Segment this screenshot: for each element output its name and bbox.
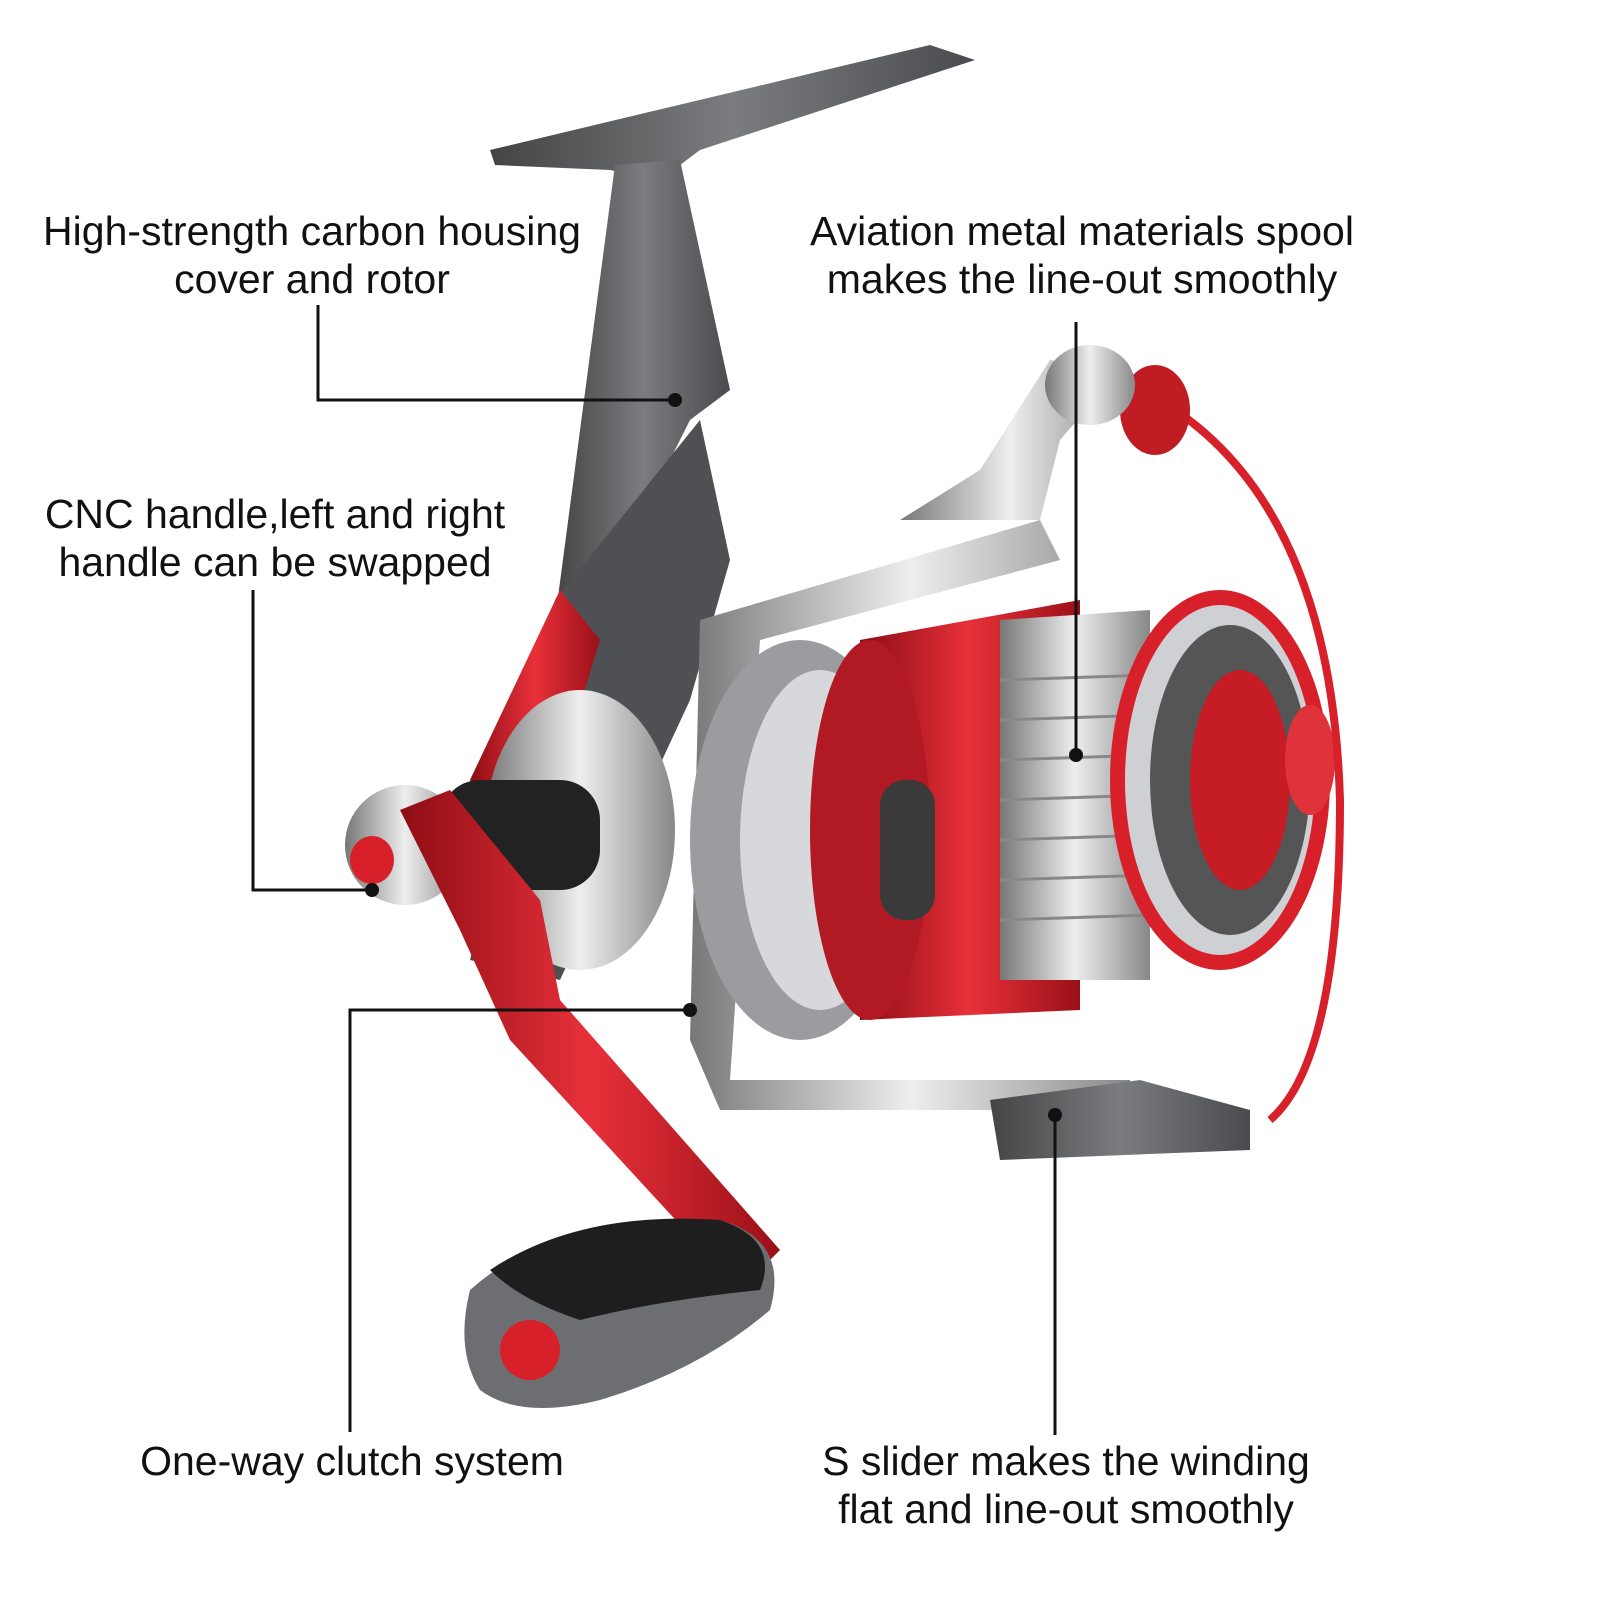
spool-callout-label: Aviation metal materials spool makes the… <box>810 208 1354 302</box>
housing-callout-line <box>316 305 675 402</box>
spool-callout-dot <box>1069 748 1083 762</box>
callout-lines <box>251 305 1078 1435</box>
clutch-callout-dot <box>683 1003 697 1017</box>
slider-callout-label: S slider makes the winding flat and line… <box>822 1438 1310 1532</box>
clutch-callout-label: One-way clutch system <box>140 1438 564 1484</box>
reel-foot <box>490 45 975 620</box>
handle-callout-label: CNC handle,left and right handle can be … <box>44 491 506 585</box>
spool <box>810 590 1335 1020</box>
handle <box>345 785 780 1408</box>
housing-callout-label: High-strength carbon housing cover and r… <box>43 208 581 302</box>
clutch-callout-line <box>348 1008 690 1432</box>
housing-callout-dot <box>668 393 682 407</box>
handle-callout-line <box>251 590 372 892</box>
handle-callout-dot <box>365 883 379 897</box>
slider-callout-dot <box>1048 1108 1062 1122</box>
